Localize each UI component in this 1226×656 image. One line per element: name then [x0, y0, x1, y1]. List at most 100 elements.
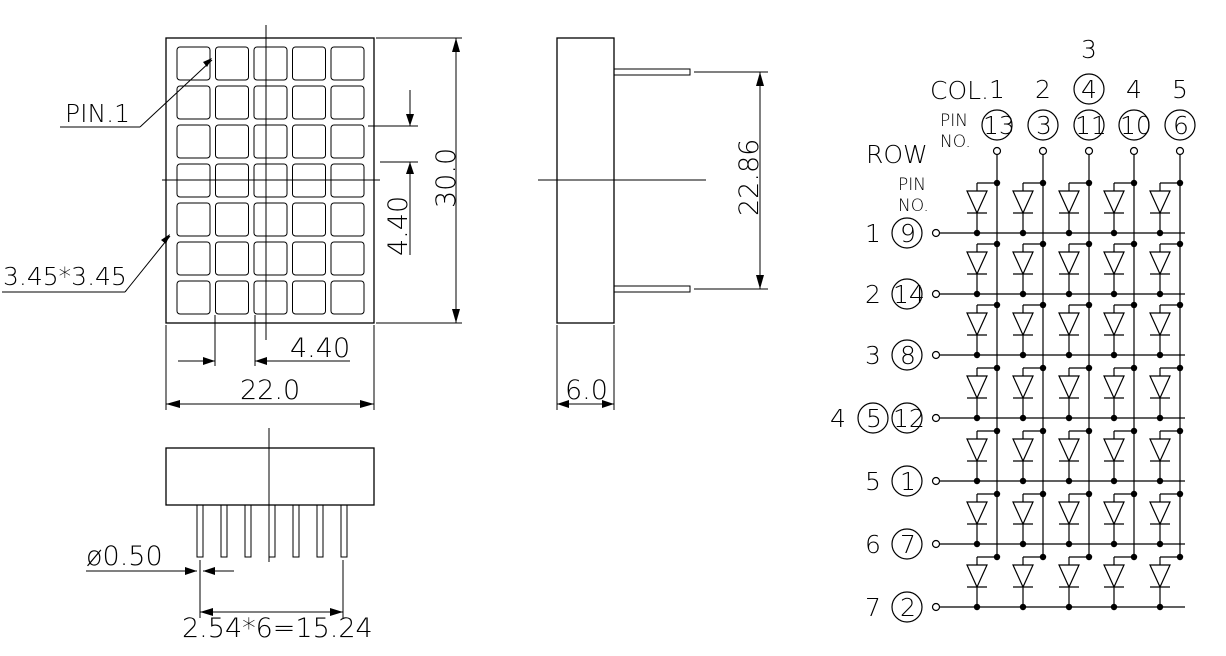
led-dot — [292, 241, 326, 276]
led-dot — [292, 280, 326, 315]
bottom-pin — [268, 504, 276, 558]
junction-dot — [973, 351, 981, 359]
junction-dot — [1065, 414, 1073, 422]
col3-top-label: 3 — [1081, 35, 1097, 64]
col-label: COL. — [930, 76, 989, 105]
led-dot — [330, 202, 365, 237]
junction-dot — [973, 603, 981, 611]
row-pin-number: 14 — [893, 280, 925, 309]
row-pin-number: 7 — [900, 530, 916, 559]
junction-dot — [1110, 351, 1118, 359]
row-pin-circle — [891, 528, 923, 560]
junction-dot — [1176, 364, 1184, 372]
junction-dot — [1156, 603, 1164, 611]
led-diode — [1103, 251, 1125, 276]
col-pin-circle — [1118, 109, 1150, 141]
junction-dot — [1065, 540, 1073, 548]
led-diode — [1103, 564, 1125, 589]
junction-dot — [1110, 229, 1118, 237]
led-diode — [1149, 312, 1171, 337]
col-pin-circle — [1027, 109, 1059, 141]
led-diode — [1103, 438, 1125, 463]
junction-dot — [993, 240, 1001, 248]
led-diode — [1012, 251, 1034, 276]
junction-dot — [1065, 351, 1073, 359]
junction-dot — [1176, 179, 1184, 187]
led-diode — [1058, 501, 1080, 526]
junction-dot — [1110, 540, 1118, 548]
row-pin-no-label-1: PIN — [898, 175, 926, 195]
col-number-circle — [1073, 73, 1105, 105]
row-pin-number: 8 — [900, 341, 916, 370]
led-diode — [966, 438, 988, 463]
junction-dot — [1130, 301, 1138, 309]
led-diode — [1149, 190, 1171, 215]
led-diode — [966, 251, 988, 276]
led-dot — [292, 202, 326, 237]
led-diode — [1149, 501, 1171, 526]
row-terminal — [931, 228, 941, 238]
junction-dot — [1176, 490, 1184, 498]
junction-dot — [1019, 229, 1027, 237]
col-number: 2 — [1035, 75, 1051, 104]
led-dot — [176, 124, 211, 159]
row-pin-number: 5 — [866, 404, 882, 433]
junction-dot — [1156, 540, 1164, 548]
col-number: 1 — [989, 75, 1005, 104]
schematic: COL. 3 PIN NO. ROW PIN NO. 1132341141056… — [830, 35, 1196, 623]
junction-dot — [1039, 427, 1047, 435]
junction-dot — [1039, 179, 1047, 187]
led-dot — [253, 46, 288, 81]
led-dot — [253, 241, 288, 276]
led-diode — [1058, 251, 1080, 276]
junction-dot — [993, 301, 1001, 309]
junction-dot — [1130, 179, 1138, 187]
junction-dot — [1019, 290, 1027, 298]
pin-diameter-label: ø0.50 — [86, 541, 163, 572]
row-pin-circle — [891, 402, 923, 434]
junction-dot — [1039, 553, 1047, 561]
row-terminal — [931, 602, 941, 612]
junction-dot — [1085, 553, 1093, 561]
led-diode — [1103, 190, 1125, 215]
led-dot — [253, 85, 288, 120]
row-pin-circle — [891, 278, 923, 310]
col-pin-number: 6 — [1173, 111, 1189, 140]
junction-dot — [1019, 477, 1027, 485]
led-diode — [966, 190, 988, 215]
junction-dot — [1039, 301, 1047, 309]
col-pin-number: 10 — [1120, 111, 1152, 140]
junction-dot — [1085, 240, 1093, 248]
junction-dot — [1085, 490, 1093, 498]
junction-dot — [1085, 364, 1093, 372]
junction-dot — [1085, 301, 1093, 309]
led-dot — [176, 46, 211, 81]
junction-dot — [1130, 553, 1138, 561]
led-dot — [292, 46, 326, 81]
led-diode — [1149, 251, 1171, 276]
junction-dot — [973, 414, 981, 422]
led-dot — [215, 46, 249, 81]
junction-dot — [1156, 290, 1164, 298]
col-pin-no-label-1: PIN — [940, 111, 968, 131]
pin-pitch-label: 2.54*6=15.24 — [182, 613, 373, 644]
col-pin-no-label-2: NO. — [940, 132, 971, 152]
led-diode — [1149, 438, 1171, 463]
col-number: 4 — [1126, 75, 1142, 104]
led-dot — [215, 85, 249, 120]
bottom-pin — [244, 504, 252, 558]
col-pin-number: 11 — [1075, 111, 1107, 140]
row-number: 3 — [865, 341, 881, 370]
led-diode — [966, 501, 988, 526]
junction-dot — [1019, 351, 1027, 359]
led-dot — [253, 202, 288, 237]
row-pin-number: 2 — [900, 593, 916, 622]
col-number: 5 — [1172, 75, 1188, 104]
led-diode — [966, 564, 988, 589]
row-pin-circle — [891, 217, 923, 249]
junction-dot — [1176, 240, 1184, 248]
depth-label: 6.0 — [565, 375, 608, 406]
row-number: 6 — [865, 530, 881, 559]
junction-dot — [1019, 414, 1027, 422]
